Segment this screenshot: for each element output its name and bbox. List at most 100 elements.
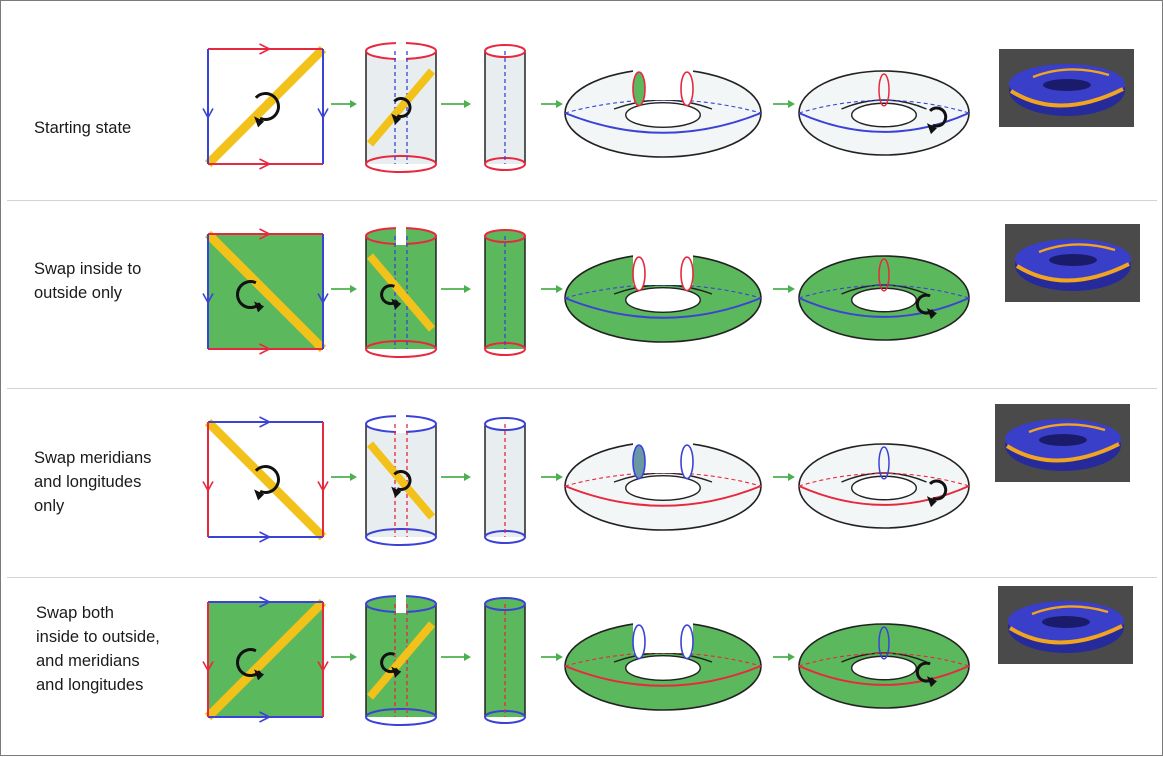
- photo-torus-hole: [1042, 616, 1090, 628]
- photo-orange-band: [1015, 262, 1130, 283]
- cylinder-slit-gap: [396, 227, 406, 245]
- photo-orange-band: [1028, 423, 1106, 434]
- rotation-icon: [236, 648, 262, 678]
- torus-hole: [851, 102, 918, 128]
- edge-arrow-icon: [317, 108, 329, 120]
- flow-arrow-head: [464, 653, 471, 661]
- flow-arrow-head: [464, 285, 471, 293]
- torus-longitude-hidden: [798, 99, 970, 114]
- torus-longitude: [564, 665, 762, 687]
- rotation-arrow-icon: [254, 301, 265, 313]
- cylinder-bottom-rim: [365, 155, 437, 173]
- edge-arrow-icon: [259, 343, 272, 355]
- row-divider: [7, 200, 1157, 201]
- photo-blue-torus: [998, 586, 1133, 664]
- torus-cut-end: [632, 71, 646, 107]
- rotation-icon: [393, 470, 412, 491]
- torus-longitude-hidden: [798, 472, 970, 487]
- photo-blue-torus: [1005, 224, 1140, 302]
- flow-arrow-head: [464, 100, 471, 108]
- rotation-icon: [928, 479, 948, 501]
- edge-arrow-icon: [317, 293, 329, 305]
- torus-cut-end: [632, 256, 646, 292]
- torus-cut-end: [680, 71, 694, 107]
- rotation-icon: [254, 465, 280, 494]
- edge-arrow-icon: [202, 661, 214, 673]
- flow-arrow-head: [556, 473, 563, 481]
- edge-arrow-icon: [317, 481, 329, 493]
- torus-hole: [625, 654, 701, 682]
- edge-arrow-icon: [259, 43, 272, 55]
- photo-orange-band: [1009, 87, 1124, 108]
- flow-arrow-head: [788, 285, 795, 293]
- rotation-arrow-icon: [391, 298, 402, 310]
- photo-orange-band: [1005, 442, 1120, 463]
- row-divider: [7, 388, 1157, 389]
- rotation-icon: [928, 106, 948, 128]
- rotation-arrow-icon: [391, 666, 402, 678]
- edge-arrow-icon: [259, 596, 272, 608]
- rotation-arrow-icon: [254, 669, 265, 681]
- yellow-diagonal-band: [366, 621, 436, 700]
- rotation-arrow-icon: [926, 123, 937, 135]
- diagram-row: [202, 586, 1133, 726]
- torus-longitude: [564, 297, 762, 319]
- flow-arrow-head: [788, 473, 795, 481]
- cylinder-bottom-rim: [365, 708, 437, 726]
- row-divider: [7, 577, 1157, 578]
- diagram-row: [202, 224, 1140, 358]
- torus-longitude: [798, 485, 970, 506]
- edge-arrow-icon: [317, 661, 329, 673]
- edge-arrow-icon: [202, 293, 214, 305]
- torus-meridian: [878, 446, 890, 480]
- edge-arrow-icon: [259, 416, 272, 428]
- edge-arrow-icon: [202, 481, 214, 493]
- torus-longitude-hidden: [798, 284, 970, 299]
- rotation-icon: [254, 92, 280, 121]
- yellow-diagonal-band: [366, 68, 436, 147]
- torus-meridian: [878, 626, 890, 660]
- rotation-arrow-icon: [926, 676, 937, 688]
- torus-hole: [851, 287, 918, 313]
- yellow-diagonal-band: [366, 253, 436, 332]
- flow-arrow-head: [556, 653, 563, 661]
- flow-arrow-head: [350, 473, 357, 481]
- photo-orange-band: [1038, 243, 1116, 254]
- torus-cut-end: [632, 444, 646, 480]
- edge-arrow-icon: [259, 228, 272, 240]
- rotation-icon: [393, 97, 412, 118]
- rotation-arrow-icon: [391, 486, 402, 498]
- flow-arrow-head: [556, 100, 563, 108]
- yellow-diagonal-band: [204, 230, 327, 353]
- rotation-arrow-icon: [254, 489, 265, 501]
- cylinder-slit-gap: [396, 415, 406, 433]
- edge-arrow-icon: [202, 108, 214, 120]
- torus-longitude: [798, 112, 970, 133]
- flow-arrow-head: [350, 100, 357, 108]
- row-label-starting-state: Starting state: [34, 119, 132, 137]
- torus-hole: [851, 475, 918, 501]
- flow-arrow-head: [350, 285, 357, 293]
- torus-hole: [851, 655, 918, 681]
- torus-cut-end: [680, 256, 694, 292]
- cylinder-slit-gap: [396, 595, 406, 613]
- edge-arrow-icon: [259, 711, 272, 723]
- torus-hole: [625, 101, 701, 129]
- torus-hole: [625, 474, 701, 502]
- rotation-arrow-icon: [391, 113, 402, 125]
- yellow-diagonal-band: [204, 598, 327, 721]
- diagram-row: [202, 42, 1134, 173]
- row-label-swap-inside-outside: Swap inside to outside only: [34, 260, 142, 302]
- photo-blue-torus: [995, 404, 1130, 482]
- edge-arrow-icon: [259, 531, 272, 543]
- row-label-swap-both: Swap both inside to outside, and meridia…: [36, 604, 160, 694]
- torus-cut-end: [632, 624, 646, 660]
- photo-orange-band: [1031, 605, 1109, 616]
- torus-longitude: [798, 297, 970, 318]
- torus-longitude: [798, 665, 970, 686]
- photo-orange-band: [1032, 68, 1110, 79]
- yellow-diagonal-band: [366, 441, 436, 520]
- torus-longitude: [564, 112, 762, 134]
- row-label-swap-meridians: Swap meridians and longitudes only: [34, 449, 152, 515]
